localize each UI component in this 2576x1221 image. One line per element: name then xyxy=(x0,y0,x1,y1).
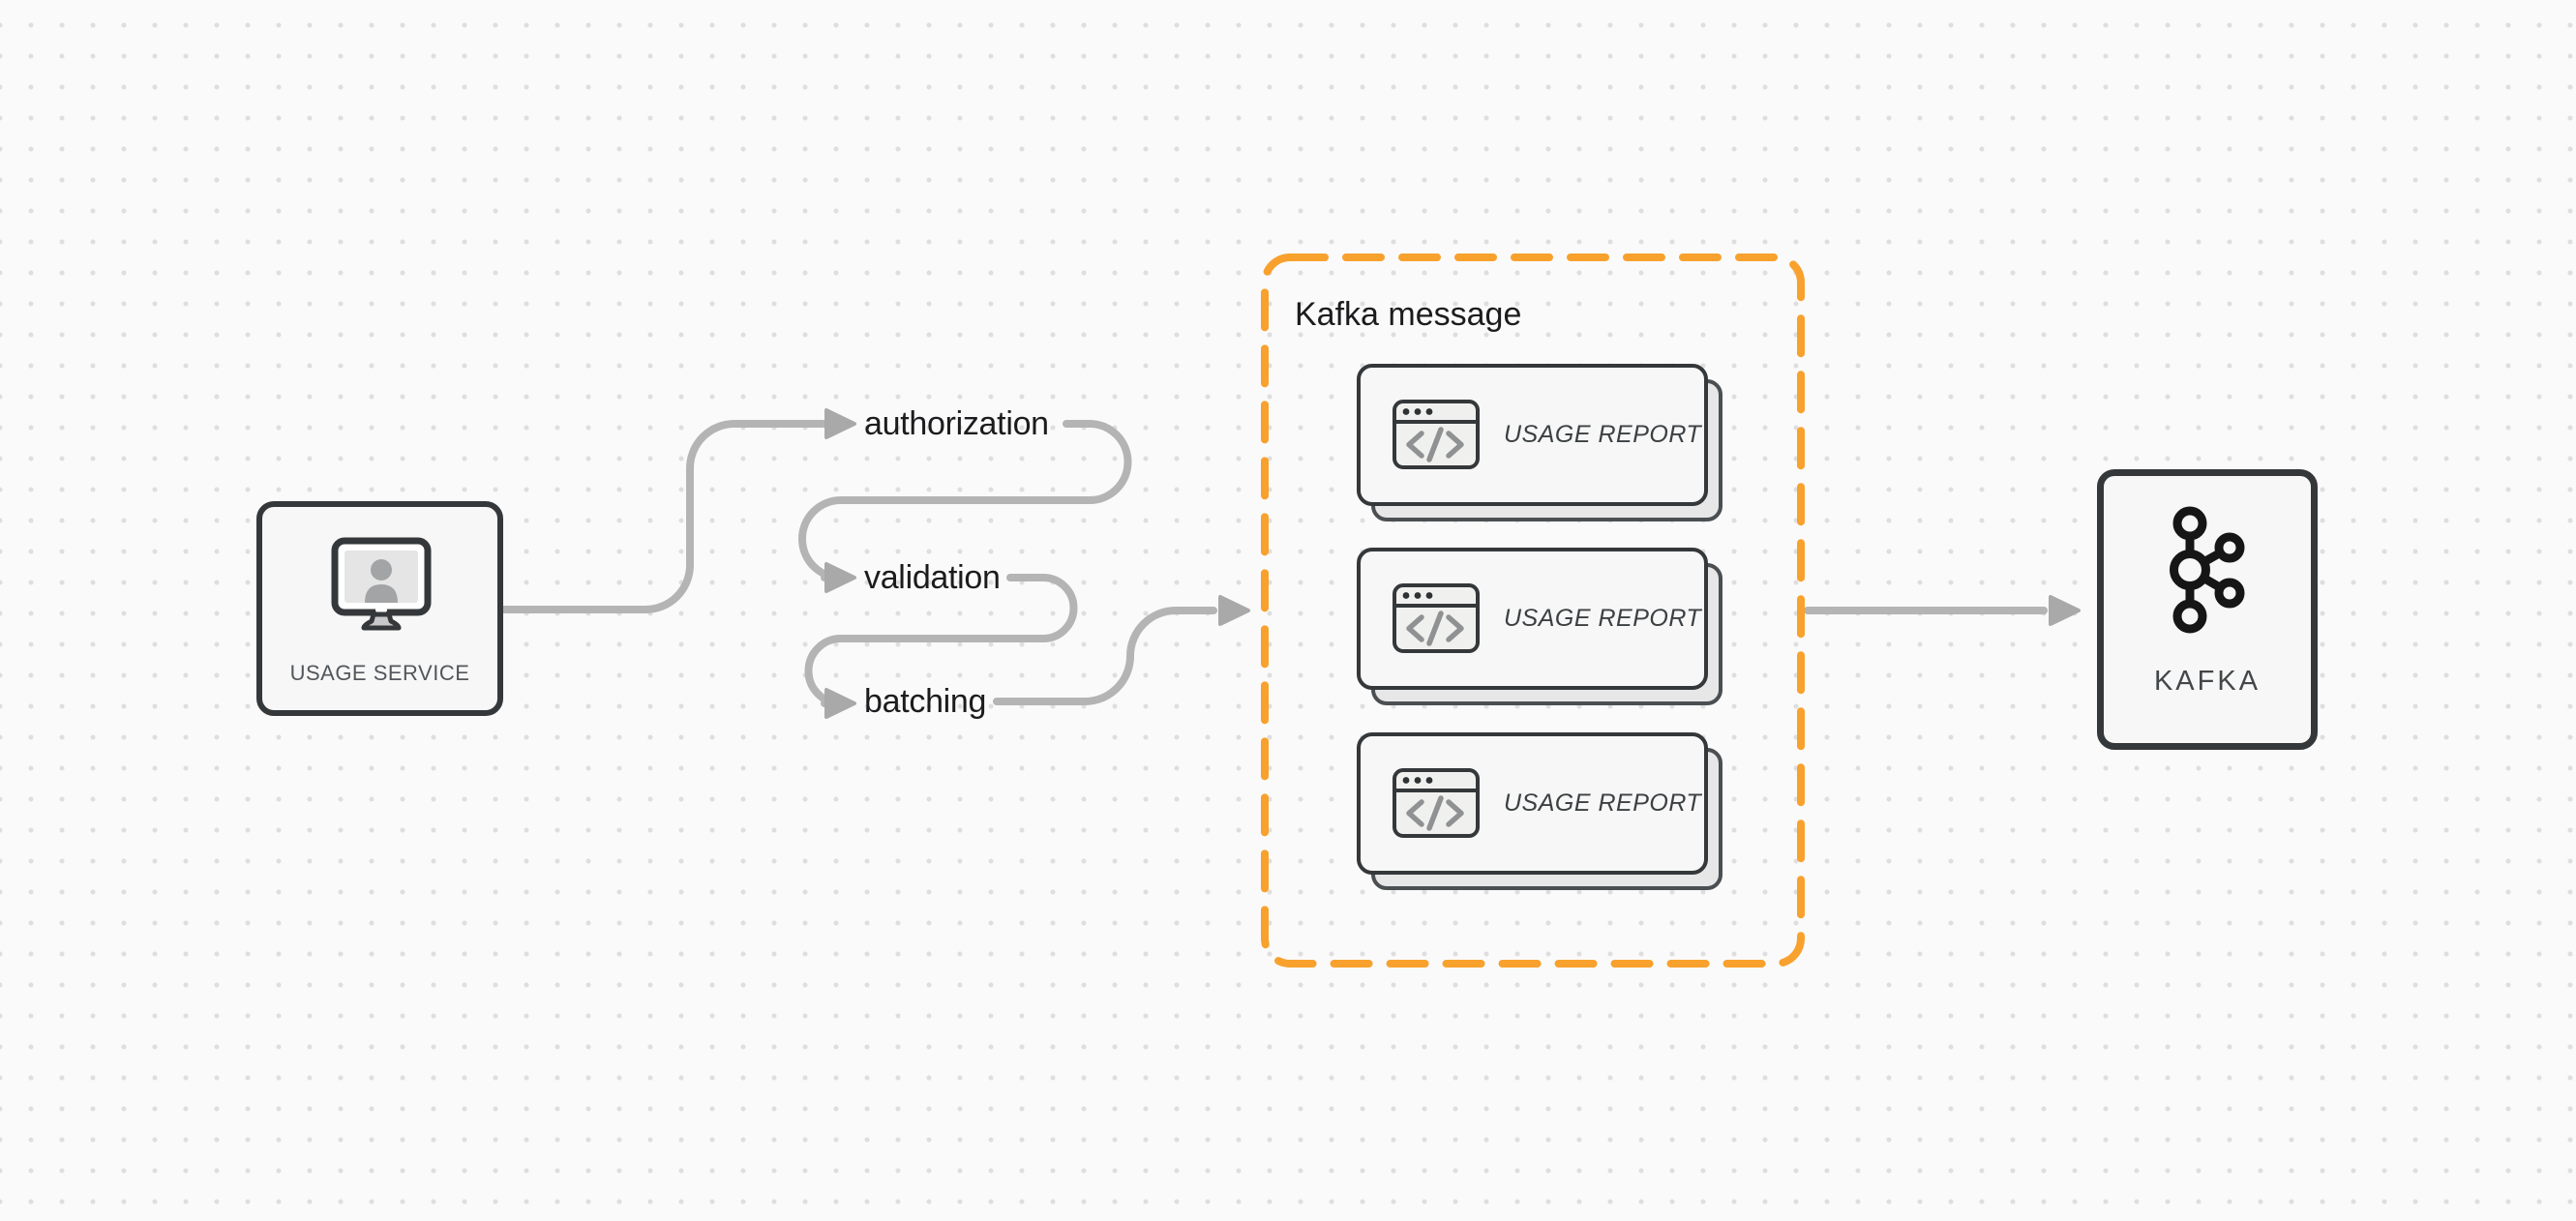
kafka-node: KAFKA xyxy=(2097,469,2318,750)
usage-report-label: USAGE REPORT xyxy=(1504,421,1702,448)
arrowhead-batching xyxy=(824,688,856,719)
step-label-batching: batching xyxy=(864,683,987,720)
arrowhead-kafka xyxy=(2049,595,2081,626)
code-window-icon xyxy=(1393,768,1480,838)
edge-usage-to-authorization xyxy=(499,420,828,613)
arrowhead-group xyxy=(1218,595,1250,626)
kafka-label: KAFKA xyxy=(2153,666,2261,697)
kafka-message-group-border xyxy=(1261,253,1805,968)
edge-authorization-to-validation xyxy=(798,420,1132,581)
code-window-icon xyxy=(1393,400,1480,469)
code-window-icon xyxy=(1393,583,1480,653)
kafka-logo-icon xyxy=(2170,506,2245,634)
usage-report-label: USAGE REPORT xyxy=(1504,605,1702,632)
usage-service-node: USAGE SERVICE xyxy=(256,501,503,716)
step-label-validation: validation xyxy=(864,559,1001,596)
person-silhouette xyxy=(365,559,398,603)
edge-batching-to-group xyxy=(993,607,1217,705)
arrowhead-authorization xyxy=(824,408,856,439)
usage-report-card: USAGE REPORT xyxy=(1357,548,1722,705)
kafka-message-group-label: Kafka message xyxy=(1295,296,1522,333)
edge-validation-to-batching xyxy=(804,574,1078,707)
usage-report-label: USAGE REPORT xyxy=(1504,789,1702,817)
monitor-user-icon xyxy=(331,537,432,631)
step-label-authorization: authorization xyxy=(864,405,1049,442)
usage-service-label: USAGE SERVICE xyxy=(289,661,470,685)
usage-report-card: USAGE REPORT xyxy=(1357,364,1722,521)
arrowhead-validation xyxy=(824,562,856,593)
usage-report-card: USAGE REPORT xyxy=(1357,732,1722,890)
